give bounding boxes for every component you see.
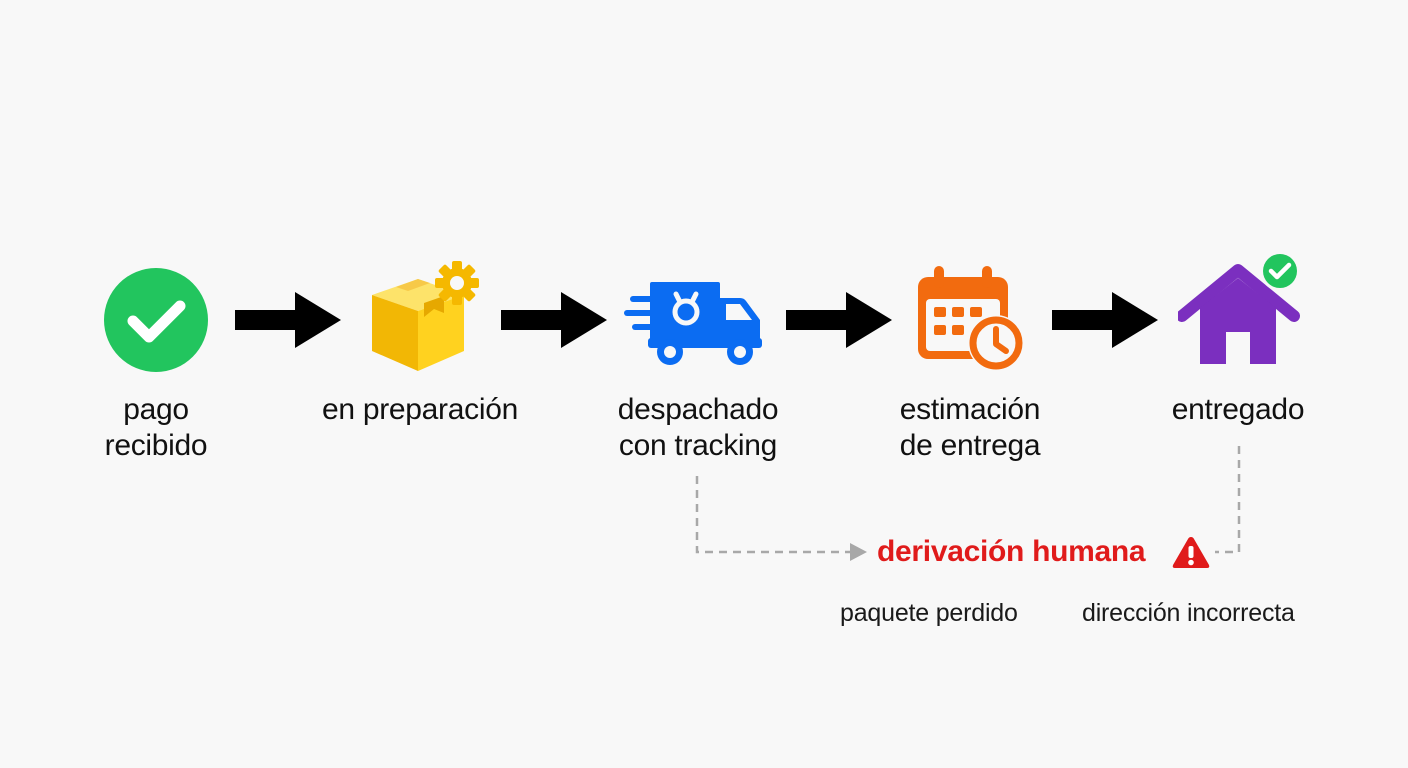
house-check-icon — [1178, 251, 1300, 364]
step-label-line: despachado — [617, 393, 779, 426]
flow-arrow — [786, 292, 892, 348]
warning-icon — [1172, 537, 1210, 568]
step-label-line: estimación — [899, 393, 1041, 426]
escalation-connector-from-entregado — [1215, 446, 1241, 554]
escalation-connector-from-despachado — [695, 476, 852, 554]
check-circle-icon — [104, 268, 208, 372]
step-label-line: entregado — [1171, 393, 1305, 426]
reason-direccion-incorrecta: dirección incorrecta — [1082, 599, 1295, 627]
step-label-line: con tracking — [618, 429, 778, 462]
package-gear-icon — [372, 261, 479, 371]
calendar-clock-icon — [918, 266, 1024, 371]
escalation-label: derivación humana — [877, 535, 1146, 568]
step-label-line: de entrega — [899, 429, 1041, 462]
step-label-despachado: despachado con tracking — [588, 392, 808, 464]
step-label-line: pago — [123, 393, 189, 426]
step-label-pago-recibido: pago recibido — [76, 392, 236, 464]
step-label-line: recibido — [104, 429, 208, 462]
reason-paquete-perdido: paquete perdido — [840, 599, 1018, 627]
step-label-line: en preparación — [322, 393, 518, 426]
step-label-estimacion: estimación de entrega — [870, 392, 1070, 464]
step-label-en-preparacion: en preparación — [290, 392, 550, 428]
flow-arrow — [235, 292, 341, 348]
flow-arrow — [501, 292, 607, 348]
step-label-entregado: entregado — [1148, 392, 1328, 428]
escalation-connector-arrowhead — [850, 543, 867, 561]
flow-arrow — [1052, 292, 1158, 348]
delivery-truck-icon — [624, 282, 762, 365]
